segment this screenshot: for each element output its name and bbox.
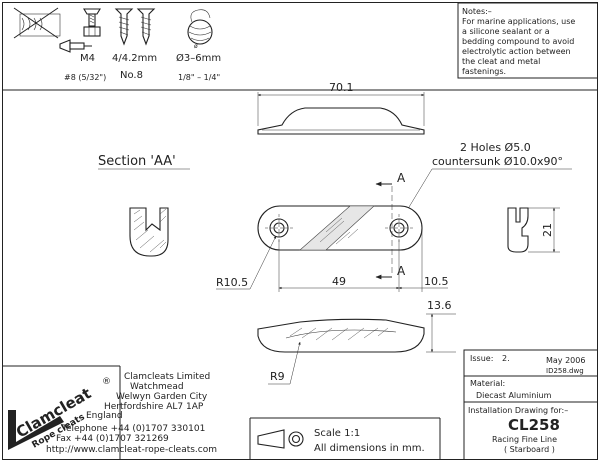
side-view-top: 70.1 [257,81,425,135]
screw-number-label: No.8 [120,70,143,81]
cutting-plane: A A [375,171,406,280]
bolt-nut-icon [83,8,101,37]
crossed-fastener-icon [13,7,61,39]
rope-icon: ø [187,9,213,50]
scale-block: Scale 1:1 All dimensions in mm. [249,417,441,459]
radius-leader [249,235,277,290]
notes-line-5: the cleat and metal [462,57,540,66]
hole-right-bore [393,222,405,234]
material-label: Material: [470,379,505,388]
fastener-panel: ø M4 #8 (5/32") 4/4.2mm No.8 Ø3–6mm 1/8"… [13,7,221,82]
issue-value: 2. [502,354,510,363]
wood-screw-icon [114,8,156,46]
company-address-4: England [86,411,123,421]
rivet-icon [59,39,92,53]
length-dimension-label: 70.1 [329,81,354,94]
scale-label: Scale 1:1 [314,428,360,439]
part-description: Racing Fine Line [492,435,557,444]
installation-label: Installation Drawing for:– [468,406,568,415]
company-name: Clamcleats Limited [124,372,210,382]
issue-date: May 2006 [546,356,585,365]
section-aa-view [129,207,169,257]
screw-size-label: 4/4.2mm [112,53,157,64]
plan-view [257,205,423,251]
title-block: Issue: 2. May 2006 ID258.dwg Material: D… [463,349,598,460]
company-address-1: Watchmead [130,382,184,392]
cut-a-top-label: A [397,171,406,185]
part-side: ( Starboard ) [504,445,555,454]
issue-label: Issue: [470,354,493,363]
company-telephone: Telephone +44 (0)1707 330101 [61,424,205,434]
drawing-file-name: ID258.dwg [546,367,584,375]
cut-a-bottom-label: A [397,264,406,278]
height-dimension-label: 13.6 [427,299,452,312]
company-block: Clamcleat Rope cleats ® Clamcleats Limit… [2,365,217,459]
notes-line-1: For marine applications, use [462,17,575,26]
company-address-2: Welwyn Garden City [116,392,208,402]
material-value: Diecast Aluminium [476,391,552,400]
holes-callout-line-2: countersunk Ø10.0x90° [432,155,563,168]
company-fax: Fax +44 (0)1707 321269 [56,434,169,444]
width-dimension-label: 21 [541,223,554,237]
hole-left-bore [273,222,285,234]
spacing-dimension-label: 49 [332,275,346,288]
section-aa-label: Section 'AA' [98,154,176,169]
r9-leader [289,341,301,385]
notes-line-3: bedding compound to avoid [462,37,574,46]
m4-label: M4 [80,53,95,64]
svg-text:ø: ø [194,43,198,50]
m4-imperial-label: #8 (5/32") [64,73,106,82]
company-address-3: Hertfordshire AL7 1AP [104,402,204,412]
rope-diameter-inch-label: 1/8" – 1/4" [178,73,220,82]
notes-line-4: electrolytic action between [462,47,571,56]
side-view-bottom: 13.6 R9 [257,299,456,385]
notes-box: Notes:– For marine applications, use a s… [457,2,598,79]
company-website: http://www.clamcleat-rope-cleats.com [46,445,217,455]
units-label: All dimensions in mm. [314,443,425,454]
r9-dimension-label: R9 [270,370,285,383]
radius-dimension-label: R10.5 [216,276,248,289]
rope-diameter-label: Ø3–6mm [176,52,221,64]
projection-cone-icon [257,429,285,449]
part-number: CL258 [508,416,560,434]
logo-registered-mark: ® [102,377,111,387]
offset-dimension-label: 10.5 [424,275,449,288]
notes-line-2: a silicone sealant or a [462,27,550,36]
notes-title: Notes:– [462,7,492,16]
end-view: 21 [507,207,560,253]
notes-line-6: fastenings. [462,67,506,76]
holes-callout-line-1: 2 Holes Ø5.0 [460,141,531,154]
